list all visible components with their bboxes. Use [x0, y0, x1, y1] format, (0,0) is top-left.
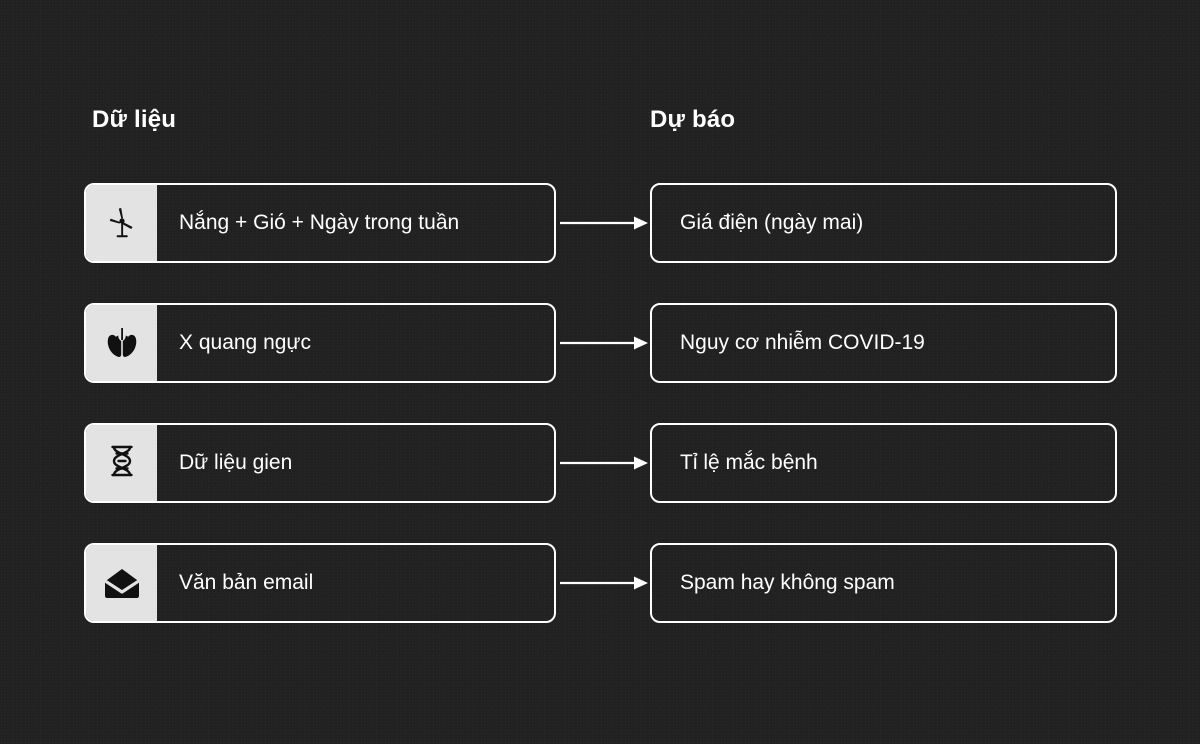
lungs-icon — [86, 305, 157, 381]
arrow-icon — [560, 335, 648, 351]
input-label: X quang ngực — [179, 331, 311, 354]
mapping-row: Dữ liệu gien Tỉ lệ mắc bệnh — [0, 423, 1200, 503]
mapping-row: Nắng + Gió + Ngày trong tuần Giá điện (n… — [0, 183, 1200, 263]
mapping-row: Văn bản email Spam hay không spam — [0, 543, 1200, 623]
wind-turbine-icon — [86, 185, 157, 261]
output-card-electricity-price[interactable]: Giá điện (ngày mai) — [650, 183, 1117, 263]
dna-helix-icon — [86, 425, 157, 501]
input-label: Văn bản email — [179, 571, 314, 594]
output-label: Nguy cơ nhiễm COVID-19 — [680, 331, 925, 354]
input-card-chest-xray[interactable]: X quang ngực — [84, 303, 556, 383]
input-column-heading: Dữ liệu — [92, 106, 177, 133]
input-label: Dữ liệu gien — [179, 451, 293, 474]
input-card-email-text[interactable]: Văn bản email — [84, 543, 556, 623]
output-label: Tỉ lệ mắc bệnh — [680, 451, 818, 474]
input-card-gene-data[interactable]: Dữ liệu gien — [84, 423, 556, 503]
mapping-row: X quang ngực Nguy cơ nhiễm COVID-19 — [0, 303, 1200, 383]
output-card-disease-rate[interactable]: Tỉ lệ mắc bệnh — [650, 423, 1117, 503]
input-label: Nắng + Gió + Ngày trong tuần — [179, 211, 460, 234]
input-card-wind[interactable]: Nắng + Gió + Ngày trong tuần — [84, 183, 556, 263]
output-card-covid-risk[interactable]: Nguy cơ nhiễm COVID-19 — [650, 303, 1117, 383]
output-label: Giá điện (ngày mai) — [680, 211, 864, 234]
output-label: Spam hay không spam — [680, 571, 895, 594]
arrow-icon — [560, 575, 648, 591]
arrow-icon — [560, 455, 648, 471]
envelope-open-icon — [86, 545, 157, 621]
arrow-icon — [560, 215, 648, 231]
output-column-heading: Dự báo — [650, 106, 736, 133]
output-card-spam-classification[interactable]: Spam hay không spam — [650, 543, 1117, 623]
